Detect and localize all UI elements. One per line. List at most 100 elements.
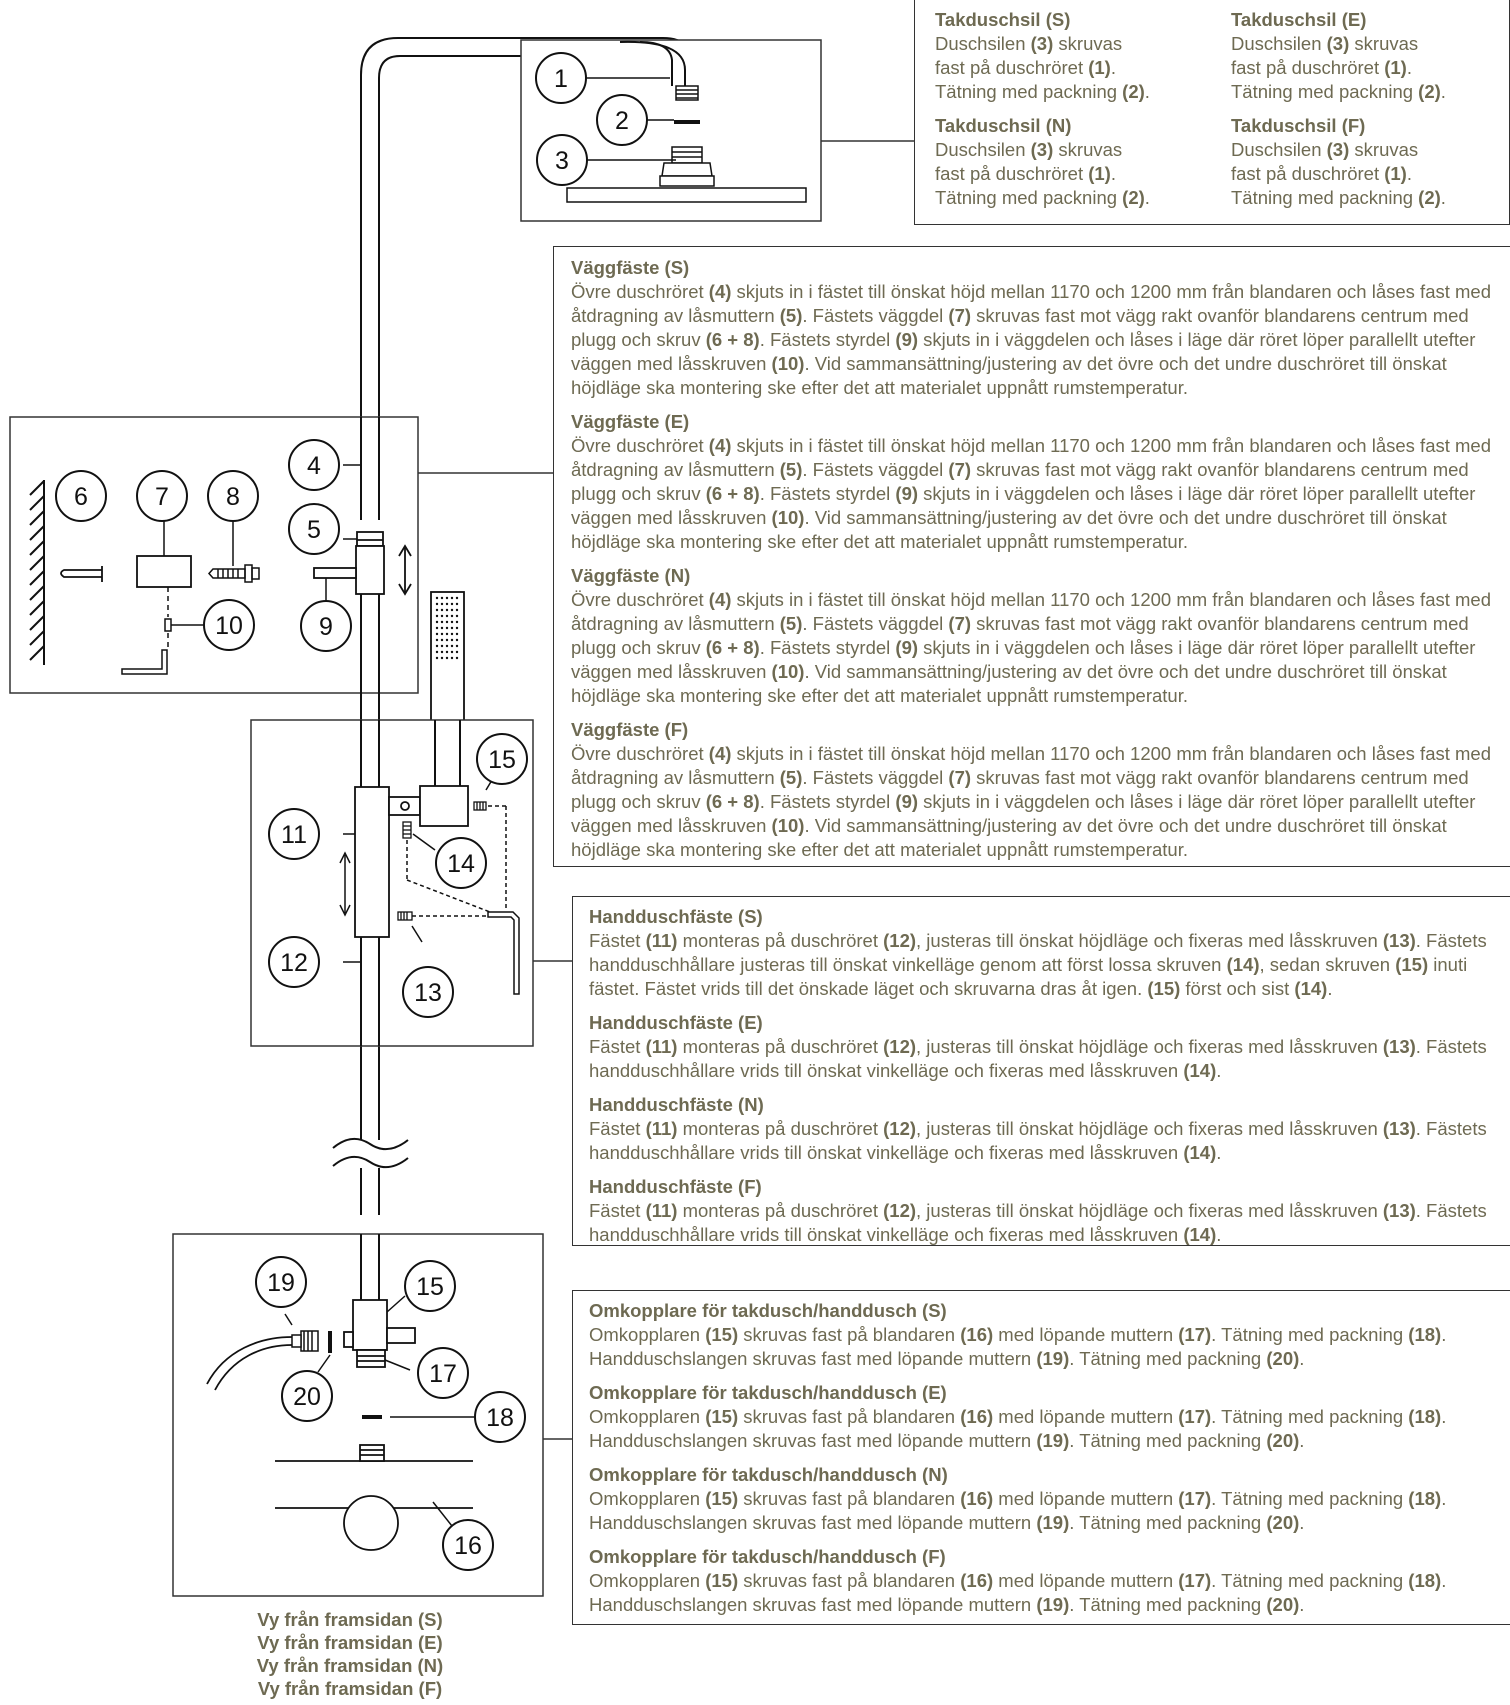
shower-head-3 (566, 146, 807, 203)
omkopplare-section: Omkopplare för takdusch/handdusch (F) Omk… (589, 1545, 1504, 1617)
wall-part-7 (136, 555, 192, 588)
view-captions: Vy från framsidan (S) Vy från framsidan … (200, 1608, 500, 1700)
svg-text:10: 10 (215, 612, 243, 640)
omkopplare-body: Omkopplaren (15) skruvas fast på blandar… (589, 1406, 1447, 1451)
handduschfaste-box: Handduschfäste (S)Fästet (11) monteras p… (572, 896, 1510, 1246)
callout-13: 13 (402, 966, 454, 1018)
omkopplare-title: Omkopplare för takdusch/handdusch (E) (589, 1382, 947, 1403)
callout-7: 7 (136, 470, 188, 522)
svg-text:13: 13 (414, 979, 442, 1007)
svg-text:6: 6 (74, 483, 88, 511)
screw-14 (402, 821, 412, 839)
takduschsil-e: Takduschsil (E) Duschsilen (3) skruvas f… (1231, 9, 1446, 102)
omkopplare-box: Omkopplare för takdusch/handdusch (S) Omk… (572, 1290, 1510, 1625)
vaggfaste-section: Väggfäste (F) Övre duschröret (4) skjuts … (571, 718, 1500, 862)
callout-9: 9 (300, 600, 352, 652)
svg-text:19: 19 (267, 1269, 295, 1297)
screw-8 (207, 564, 260, 583)
screw-13 (397, 911, 413, 921)
svg-text:15: 15 (488, 746, 516, 774)
mixer-16 (275, 1444, 473, 1551)
view-caption-n: Vy från framsidan (N) (256, 1655, 444, 1676)
handduschfaste-section: Handduschfäste (S)Fästet (11) monteras p… (589, 905, 1504, 1001)
vaggfaste-body: Övre duschröret (4) skjuts in i fästet t… (571, 435, 1491, 552)
view-caption-f: Vy från framsidan (F) (257, 1678, 443, 1699)
svg-text:2: 2 (615, 107, 629, 135)
svg-text:14: 14 (447, 850, 475, 878)
pipe-break-lower (332, 1155, 409, 1169)
height-adjust-arrow-wall (398, 544, 412, 596)
callout-3: 3 (536, 134, 588, 186)
hand-shower (430, 591, 465, 723)
lower-pipe (360, 1168, 380, 1215)
handduschfaste-section: Handduschfäste (F) Fästet (11) monteras p… (589, 1175, 1504, 1247)
hex-key-wall (121, 649, 168, 675)
guide-part-9 (313, 545, 385, 595)
svg-text:11: 11 (281, 821, 307, 849)
svg-text:4: 4 (307, 452, 321, 480)
svg-text:8: 8 (226, 483, 240, 511)
callout-12: 12 (268, 936, 320, 988)
svg-text:12: 12 (280, 949, 308, 977)
svg-text:15: 15 (416, 1273, 444, 1301)
callout-2: 2 (596, 94, 648, 146)
svg-text:5: 5 (307, 516, 321, 544)
callout-1: 1 (535, 52, 587, 104)
holder-arm (388, 785, 469, 827)
vaggfaste-section: Väggfäste (S) Övre duschröret (4) skjuts … (571, 256, 1500, 400)
gasket-20 (328, 1331, 332, 1353)
pipe-break-upper (332, 1137, 409, 1151)
lock-screw-10 (164, 618, 172, 632)
callout-19: 19 (255, 1256, 307, 1308)
vaggfaste-body: Övre duschröret (4) skjuts in i fästet t… (571, 589, 1491, 706)
pipe-thread-1 (675, 85, 699, 101)
wall-plug-6 (60, 566, 103, 582)
omkopplare-title: Omkopplare för takdusch/handdusch (S) (589, 1300, 947, 1321)
svg-text:7: 7 (155, 483, 169, 511)
gasket-18 (362, 1415, 382, 1419)
wall-hatch (29, 480, 45, 665)
callout-11: 11 (268, 808, 320, 860)
svg-text:3: 3 (555, 147, 569, 175)
callout-5: 5 (288, 503, 340, 555)
diverter-15 (343, 1299, 416, 1368)
handduschfaste-title: Handduschfäste (F) (589, 1176, 762, 1197)
takduschsil-box: Takduschsil (S) Duschsilen (3) skruvas f… (914, 0, 1510, 225)
shower-hose (206, 1336, 293, 1391)
vaggfaste-title: Väggfäste (F) (571, 719, 689, 740)
callout-15-diverter: 15 (404, 1260, 456, 1312)
omkopplare-section: Omkopplare för takdusch/handdusch (S) Omk… (589, 1299, 1504, 1371)
hex-key-hand (487, 911, 520, 995)
takduschsil-n: Takduschsil (N) Duschsilen (3) skruvas f… (935, 115, 1150, 208)
takduschsil-f: Takduschsil (F) Duschsilen (3) skruvas f… (1231, 115, 1446, 208)
gasket-2 (674, 120, 700, 124)
callout-17: 17 (417, 1347, 469, 1399)
omkopplare-title: Omkopplare för takdusch/handdusch (F) (589, 1546, 946, 1567)
handduschfaste-section: Handduschfäste (E)Fästet (11) monteras p… (589, 1011, 1504, 1083)
bracket-11 (354, 786, 390, 938)
omkopplare-body: Omkopplaren (15) skruvas fast på blandar… (589, 1570, 1447, 1615)
hose-nut-19 (291, 1330, 319, 1352)
handduschfaste-body: Fästet (11) monteras på duschröret (12),… (589, 1118, 1487, 1163)
vaggfaste-box: Väggfäste (S) Övre duschröret (4) skjuts … (553, 246, 1510, 867)
height-adjust-arrow-hand (339, 851, 351, 917)
callout-8: 8 (207, 470, 259, 522)
svg-text:17: 17 (429, 1360, 457, 1388)
callout-6: 6 (55, 470, 107, 522)
handduschfaste-body: Fästet (11) monteras på duschröret (12),… (589, 930, 1487, 999)
svg-text:16: 16 (454, 1532, 482, 1560)
vaggfaste-title: Väggfäste (S) (571, 257, 690, 278)
vaggfaste-body: Övre duschröret (4) skjuts in i fästet t… (571, 281, 1491, 398)
omkopplare-body: Omkopplaren (15) skruvas fast på blandar… (589, 1488, 1447, 1533)
callout-18: 18 (474, 1391, 526, 1443)
handduschfaste-body: Fästet (11) monteras på duschröret (12),… (589, 1200, 1487, 1245)
omkopplare-section: Omkopplare för takdusch/handdusch (E) Omk… (589, 1381, 1504, 1453)
takduschsil-s: Takduschsil (S) Duschsilen (3) skruvas f… (935, 9, 1150, 102)
omkopplare-body: Omkopplaren (15) skruvas fast på blandar… (589, 1324, 1447, 1369)
svg-text:18: 18 (486, 1404, 514, 1432)
handduschfaste-section: Handduschfäste (N)Fästet (11) monteras p… (589, 1093, 1504, 1165)
handduschfaste-title: Handduschfäste (E) (589, 1012, 763, 1033)
callout-4: 4 (288, 439, 340, 491)
vaggfaste-body: Övre duschröret (4) skjuts in i fästet t… (571, 743, 1491, 860)
